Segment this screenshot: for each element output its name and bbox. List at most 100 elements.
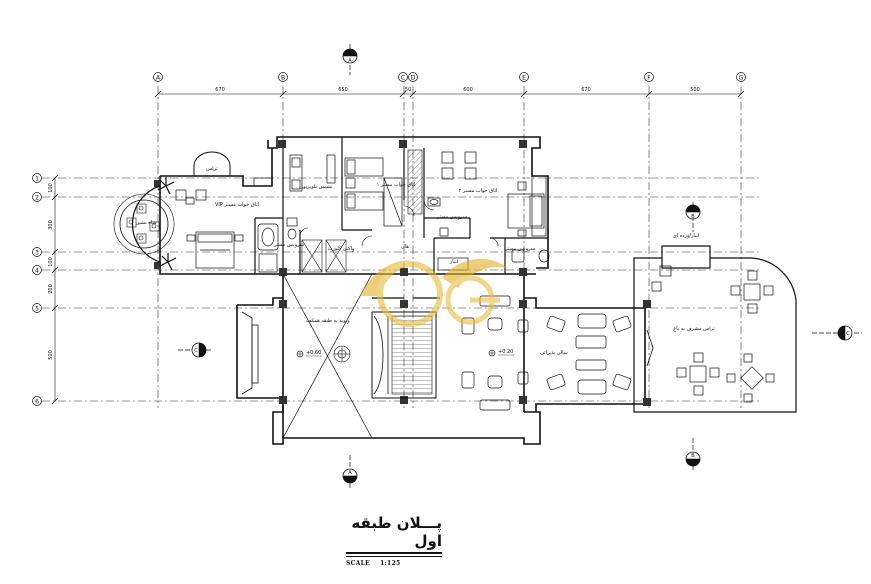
left-dimension-line: 100 300 100 200 500 xyxy=(48,174,59,405)
shah-neshin-bay xyxy=(113,185,175,263)
svg-text:2: 2 xyxy=(35,195,39,202)
label-small-bath: سرویس مستر xyxy=(504,246,535,252)
label-bedroom-1: اتاق خواب مستر ۱ xyxy=(377,182,416,188)
grid-bubble-5: 5 xyxy=(32,303,42,313)
void-cross xyxy=(282,273,373,439)
dim-label: 100 xyxy=(48,257,54,267)
grid-bubble-G: G xyxy=(736,72,746,82)
dim-label: 500 xyxy=(690,87,700,93)
dim-label: 300 xyxy=(48,220,54,230)
section-marker-a-bottom: A xyxy=(342,455,358,488)
grid-bubble-1: 1 xyxy=(32,173,42,183)
section-marker-a-top: A xyxy=(342,44,358,75)
furniture-shah-neshin xyxy=(126,203,160,244)
dim-label: 650 xyxy=(338,87,348,93)
furniture-bath-vip xyxy=(257,217,298,273)
reception-door xyxy=(646,329,654,367)
palm-plant-icon xyxy=(157,177,177,271)
walk-closet-shelves xyxy=(301,239,347,273)
terrace-bump xyxy=(193,151,231,176)
svg-text:C: C xyxy=(401,75,405,82)
svg-text:C: C xyxy=(846,331,850,337)
label-vip-bedroom: اتاق خواب مستر VIP xyxy=(215,202,259,208)
label-bath-master-2: سرویس مستر xyxy=(436,214,467,220)
section-marker-b-top: B xyxy=(685,202,701,232)
label-tv-lounge: نشیمن تلویزیون xyxy=(299,184,332,190)
furniture-bedroom-1 xyxy=(344,157,403,227)
scale-row: SCALE 1:125 xyxy=(346,560,476,567)
grid-bubble-F: F xyxy=(644,72,654,82)
grid-row-bubbles: 1 2 3 4 5 6 xyxy=(32,173,42,406)
svg-text:E: E xyxy=(522,75,526,82)
door-swings xyxy=(299,199,499,247)
svg-text:1: 1 xyxy=(35,176,39,183)
label-terrace: تراس xyxy=(206,166,218,172)
svg-text:F: F xyxy=(647,75,651,82)
grid-bubble-C: C xyxy=(398,72,408,82)
title-underline xyxy=(346,556,442,557)
section-marker-c-right: C xyxy=(812,325,862,341)
svg-text:D: D xyxy=(411,75,416,82)
furniture-bedroom-2 xyxy=(441,151,547,237)
grid-bubble-D: D xyxy=(408,72,418,82)
section-marker-c-left: C xyxy=(178,342,213,358)
svg-text:+0.20: +0.20 xyxy=(498,349,513,355)
grid-bubble-A: A xyxy=(153,72,163,82)
grid-bubble-6: 6 xyxy=(32,396,42,406)
label-reception: سالن پذیرائی xyxy=(540,350,568,356)
level-marker-reception: +0.20 xyxy=(488,349,514,357)
label-garden-terrace: تراس مشرف به باغ xyxy=(673,326,715,332)
furniture-bath-2 xyxy=(427,197,550,263)
scale-label: SCALE xyxy=(346,560,371,567)
top-dimension-line: 670 650 50 600 670 500 xyxy=(154,87,745,98)
label-reading-store: انبار/ورده ای xyxy=(673,233,699,239)
dim-label: 50 xyxy=(405,87,411,93)
svg-text:A: A xyxy=(348,470,352,476)
section-marker-b-bottom: B xyxy=(685,438,701,470)
drawing-title: پـــلان طبقه اول xyxy=(346,514,442,554)
svg-text:B: B xyxy=(281,75,285,82)
grid-bubble-E: E xyxy=(519,72,529,82)
watermark-logo xyxy=(360,258,508,327)
svg-text:A: A xyxy=(156,75,161,82)
svg-text:3: 3 xyxy=(35,250,39,257)
level-marker-void: +0.60 xyxy=(296,350,322,358)
svg-text:6: 6 xyxy=(35,399,39,406)
svg-text:4: 4 xyxy=(35,268,39,275)
label-hall: هال xyxy=(401,244,409,250)
label-bath-master: سرویس مستر xyxy=(273,242,304,248)
svg-text:B: B xyxy=(691,214,695,220)
dim-label: 670 xyxy=(581,87,591,93)
closet-hatch xyxy=(407,149,423,215)
svg-text:5: 5 xyxy=(35,306,39,313)
label-void: ویوید به طبقه همکف xyxy=(306,318,350,324)
garden-terrace-outline xyxy=(633,245,797,413)
dim-label: 100 xyxy=(48,183,54,193)
dim-label: 500 xyxy=(48,350,54,360)
room-labels: تراس اتاق خواب مستر VIP اتاق خواب مستر ۲… xyxy=(135,166,715,356)
grid-bubble-B: B xyxy=(278,72,288,82)
label-storage: انبار xyxy=(449,259,458,265)
svg-text:+0.60: +0.60 xyxy=(306,350,321,356)
svg-text:C: C xyxy=(194,348,198,354)
void-rosette xyxy=(333,345,351,363)
dim-label: 200 xyxy=(48,284,54,294)
stairwell xyxy=(371,311,437,399)
grid-bubble-3: 3 xyxy=(32,247,42,257)
furniture-garden xyxy=(651,265,775,403)
lower-west-bay xyxy=(241,311,259,395)
furniture-reception xyxy=(461,295,632,411)
label-shah-neshin: شاه نشین xyxy=(135,220,156,226)
furniture-tv-lounge xyxy=(289,154,336,192)
dim-label: 600 xyxy=(463,87,473,93)
structural-columns xyxy=(154,140,651,406)
svg-text:G: G xyxy=(739,75,744,82)
grid-bubble-4: 4 xyxy=(32,265,42,275)
scale-value: 1:125 xyxy=(380,560,401,567)
svg-text:B: B xyxy=(691,453,695,459)
svg-text:A: A xyxy=(348,58,352,64)
dim-label: 670 xyxy=(215,87,225,93)
furniture-vip-bedroom xyxy=(175,177,273,269)
label-walk-closet: واکین کلوزت xyxy=(328,246,355,252)
